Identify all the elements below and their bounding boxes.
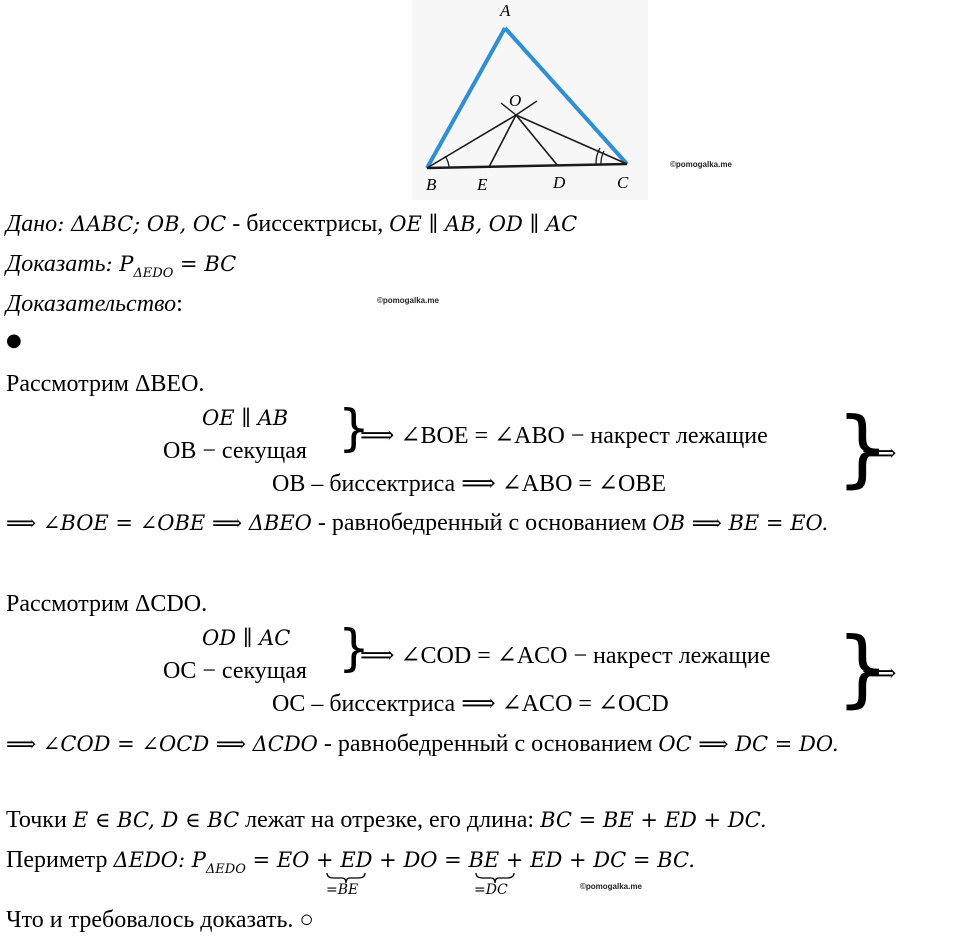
label-c: C bbox=[617, 173, 629, 192]
part2-conclusion: ⟹ ∠COD = ∠OCD ⟹ ΔCDO - равнобедренный с … bbox=[6, 730, 839, 758]
angle-arc-c2 bbox=[595, 147, 601, 166]
side-ac bbox=[503, 26, 629, 166]
part2-brace1: } bbox=[338, 619, 370, 677]
part1-mid: ⟹ ∠BOE = ∠ABO − накрест лежащие bbox=[360, 423, 768, 449]
prove-p: : P bbox=[105, 252, 134, 276]
watermark-perimeter: ©pomogalka.me bbox=[580, 882, 642, 891]
given-math-2: OE ∥ AB, OD ∥ AC bbox=[389, 212, 578, 236]
part1-line3: OB – биссектриса ⟹ ∠ABO = ∠OBE bbox=[272, 471, 667, 497]
segment-od bbox=[515, 114, 559, 167]
proof-colon: : bbox=[176, 291, 183, 317]
part2-concl-math-2: OC ⟹ DC = DO. bbox=[658, 732, 839, 756]
part1-arrow: ⟹ bbox=[862, 441, 897, 467]
perimeter-p: : P bbox=[178, 848, 206, 872]
bullet: ● bbox=[6, 330, 22, 351]
perimeter-tri: ΔEDO bbox=[113, 848, 179, 872]
underbrace-eo bbox=[326, 872, 366, 884]
extension-2 bbox=[515, 100, 538, 116]
triangle-figure: A O B E D C bbox=[412, 0, 648, 200]
perimeter-rest: = BE + ED + DC = BC. bbox=[437, 848, 695, 872]
part2-line3: OC – биссектриса ⟹ ∠ACO = ∠OCD bbox=[272, 691, 669, 717]
part2-arrow: ⟹ bbox=[862, 661, 897, 687]
figure-background bbox=[412, 0, 648, 200]
given-label: Дано bbox=[6, 211, 58, 237]
underbrace-do bbox=[475, 872, 515, 884]
proof-line: Доказательство: bbox=[6, 290, 183, 318]
prove-rhs: = BC bbox=[173, 252, 237, 276]
part1-intro: Рассмотрим ΔBEO. bbox=[6, 371, 205, 397]
part2-concl-math: ⟹ ∠COD = ∠OCD ⟹ ΔCDO bbox=[6, 732, 318, 756]
side-bc bbox=[426, 162, 628, 170]
points-text-1: Точки bbox=[6, 807, 73, 833]
given-text: - биссектрисы, bbox=[226, 211, 390, 237]
part2-line2: OC − секущая bbox=[163, 658, 307, 684]
part2-intro: Рассмотрим ΔCDO. bbox=[6, 591, 208, 617]
points-math-1: E ∈ BC, D ∈ BC bbox=[72, 808, 240, 832]
extension-1 bbox=[500, 102, 517, 116]
label-b: B bbox=[426, 175, 437, 194]
watermark-figure: ©pomogalka.me bbox=[670, 160, 732, 169]
part1-concl-math-2: OB ⟹ BE = EO. bbox=[652, 511, 829, 535]
given-line: Дано: ΔABC; OB, OC - биссектрисы, OE ∥ A… bbox=[6, 210, 577, 238]
part2-line1: OD ∥ AC bbox=[202, 626, 291, 650]
perimeter-plus: + ED + bbox=[309, 848, 404, 872]
part2-concl-text: - равнобедренный с основанием bbox=[317, 731, 659, 757]
bisector-co bbox=[515, 114, 628, 165]
part1-brace2: } bbox=[836, 399, 890, 497]
part2-mid: ⟹ ∠COD = ∠ACO − накрест лежащие bbox=[360, 643, 771, 669]
segment-oe bbox=[488, 114, 517, 168]
perimeter-term-do: DO bbox=[403, 848, 438, 872]
angle-arc-b bbox=[444, 155, 450, 169]
end-line: Что и требовалось доказать. ○ bbox=[6, 907, 314, 933]
label-d: D bbox=[552, 173, 566, 192]
points-math-2: BC = BE + ED + DC. bbox=[540, 808, 767, 832]
perimeter-sub: ΔEDO bbox=[205, 862, 246, 877]
part1-conclusion: ⟹ ∠BOE = ∠OBE ⟹ ΔBEO - равнобедренный с … bbox=[6, 509, 828, 537]
part1-concl-text: - равнобедренный с основанием bbox=[311, 510, 653, 536]
part2-brace2: } bbox=[836, 619, 890, 717]
proof-label: Доказательство bbox=[6, 291, 177, 317]
angle-arc-c1 bbox=[600, 150, 605, 166]
perimeter-label: Периметр bbox=[6, 847, 114, 873]
points-line: Точки E ∈ BC, D ∈ BC лежат на отрезке, е… bbox=[6, 806, 767, 834]
perimeter-eq: = bbox=[245, 848, 277, 872]
perimeter-line: Периметр ΔEDO: PΔEDO = EO + ED + DO = BE… bbox=[6, 846, 695, 884]
prove-line: Доказать: PΔEDO = BC bbox=[6, 250, 236, 288]
watermark-proof: ©pomogalka.me bbox=[377, 296, 439, 305]
part1-line2: OB − секущая bbox=[163, 438, 307, 464]
part1-brace1: } bbox=[338, 399, 370, 457]
perimeter-term-eo: EO bbox=[276, 848, 310, 872]
underbrace-eo-label: =BE bbox=[326, 882, 359, 898]
part1-concl-math: ⟹ ∠BOE = ∠OBE ⟹ ΔBEO bbox=[6, 511, 312, 535]
points-text-2: лежат на отрезке, его длина: bbox=[239, 807, 541, 833]
given-math: : ΔABC; OB, OC bbox=[57, 212, 227, 236]
bisector-bo bbox=[426, 114, 517, 169]
label-e: E bbox=[476, 175, 488, 194]
part1-line1: OE ∥ AB bbox=[202, 406, 289, 430]
underbrace-do-label: =DC bbox=[474, 882, 508, 898]
side-ab bbox=[425, 27, 507, 169]
prove-sub: ΔEDO bbox=[133, 266, 174, 281]
label-a: A bbox=[499, 1, 511, 20]
label-o: O bbox=[509, 91, 521, 110]
triangle-svg: A O B E D C bbox=[412, 0, 648, 200]
prove-label: Доказать bbox=[6, 251, 106, 277]
